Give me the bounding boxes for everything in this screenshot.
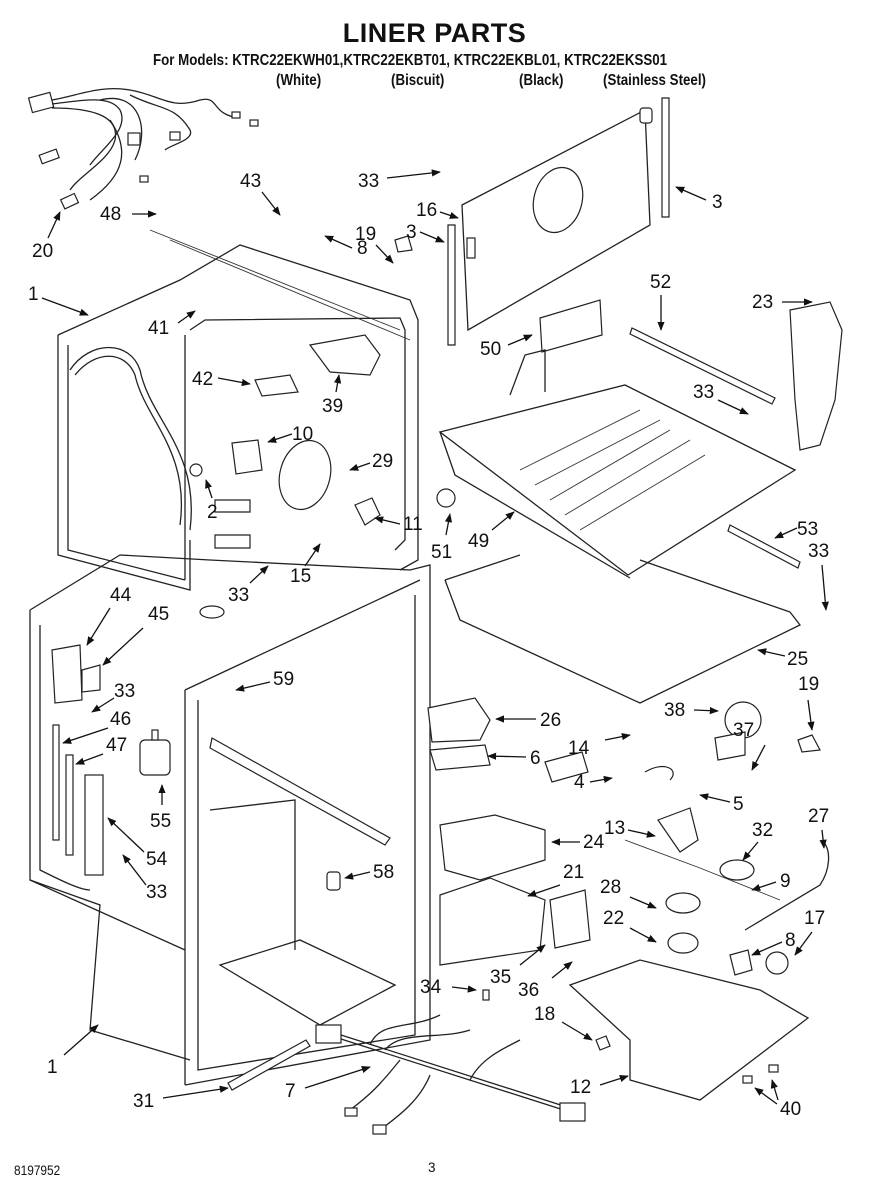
callout-50: 50 xyxy=(480,339,501,360)
callout-33: 33 xyxy=(358,171,379,192)
lower-liner xyxy=(29,554,431,1091)
callout-11: 11 xyxy=(403,514,423,535)
page-number: 3 xyxy=(428,1160,436,1175)
callout-22: 22 xyxy=(603,908,624,929)
callout-10: 10 xyxy=(292,424,313,445)
callout-2: 2 xyxy=(207,502,218,523)
finish-white: (White) xyxy=(276,72,322,89)
callout-24: 24 xyxy=(583,832,605,853)
callout-5: 5 xyxy=(733,794,744,815)
callout-9: 9 xyxy=(780,871,791,892)
callout-28: 28 xyxy=(600,877,621,898)
callout-42: 42 xyxy=(192,369,213,390)
callout-25: 25 xyxy=(787,649,808,670)
callout-53: 53 xyxy=(797,519,818,540)
callout-18: 18 xyxy=(534,1004,555,1025)
callout-17: 17 xyxy=(804,908,825,929)
callout-29: 29 xyxy=(372,451,393,472)
page-title: LINER PARTS xyxy=(342,18,527,48)
wire-harness-upper xyxy=(27,87,259,210)
callout-43: 43 xyxy=(240,171,261,192)
callout-13: 13 xyxy=(604,818,625,839)
finish-stainless-steel: (Stainless Steel) xyxy=(603,72,706,89)
callout-33: 33 xyxy=(114,681,135,702)
callout-3: 3 xyxy=(406,222,417,243)
shelf-assembly xyxy=(436,301,843,704)
callout-35: 35 xyxy=(490,967,511,988)
callout-44: 44 xyxy=(110,585,132,606)
callout-4: 4 xyxy=(574,772,585,793)
callout-16: 16 xyxy=(416,200,437,221)
callout-19: 19 xyxy=(798,674,819,695)
callout-51: 51 xyxy=(431,542,452,563)
callout-33: 33 xyxy=(146,882,167,903)
callout-55: 55 xyxy=(150,811,171,832)
callout-48: 48 xyxy=(100,204,121,225)
callout-36: 36 xyxy=(518,980,539,1001)
callout-8: 8 xyxy=(785,930,796,951)
wire-harness-lower xyxy=(315,1014,586,1135)
callout-38: 38 xyxy=(664,700,685,721)
rear-panel xyxy=(447,97,670,353)
callout-26: 26 xyxy=(540,710,561,731)
callout-41: 41 xyxy=(148,318,169,339)
callout-33: 33 xyxy=(693,382,714,403)
dispenser-parts xyxy=(394,235,830,1101)
callout-20: 20 xyxy=(32,241,53,262)
models-line: For Models: KTRC22EKWH01,KTRC22EKBT01, K… xyxy=(153,52,668,69)
callout-46: 46 xyxy=(110,709,131,730)
upper-liner xyxy=(57,229,419,591)
callout-54: 54 xyxy=(146,849,168,870)
callout-39: 39 xyxy=(322,396,343,417)
callout-23: 23 xyxy=(752,292,773,313)
callout-15: 15 xyxy=(290,566,311,587)
callout-33: 33 xyxy=(808,541,829,562)
callout-45: 45 xyxy=(148,604,169,625)
callout-21: 21 xyxy=(563,862,584,883)
callout-33: 33 xyxy=(228,585,249,606)
callout-37: 37 xyxy=(733,720,754,741)
callout-1: 1 xyxy=(28,284,39,305)
callout-32: 32 xyxy=(752,820,773,841)
finish-biscuit: (Biscuit) xyxy=(391,72,445,89)
callout-47: 47 xyxy=(106,735,127,756)
callouts: 20 48 43 8 19 33 16 3 3 1 41 42 39 50 52… xyxy=(28,169,829,1120)
callout-59: 59 xyxy=(273,669,294,690)
callout-14: 14 xyxy=(568,738,590,759)
callout-27: 27 xyxy=(808,806,829,827)
callout-34: 34 xyxy=(420,977,442,998)
callout-19: 19 xyxy=(355,224,376,245)
callout-31: 31 xyxy=(133,1091,154,1112)
callout-8: 8 xyxy=(357,238,368,259)
callout-12: 12 xyxy=(570,1077,591,1098)
callout-7: 7 xyxy=(285,1081,296,1102)
callout-40: 40 xyxy=(780,1099,801,1120)
finish-black: (Black) xyxy=(519,72,564,89)
callout-49: 49 xyxy=(468,531,489,552)
callout-58: 58 xyxy=(373,862,394,883)
document-number: 8197952 xyxy=(14,1163,61,1178)
callout-52: 52 xyxy=(650,272,671,293)
callout-6: 6 xyxy=(530,748,541,769)
callout-1: 1 xyxy=(47,1057,58,1078)
callout-3: 3 xyxy=(712,192,723,213)
